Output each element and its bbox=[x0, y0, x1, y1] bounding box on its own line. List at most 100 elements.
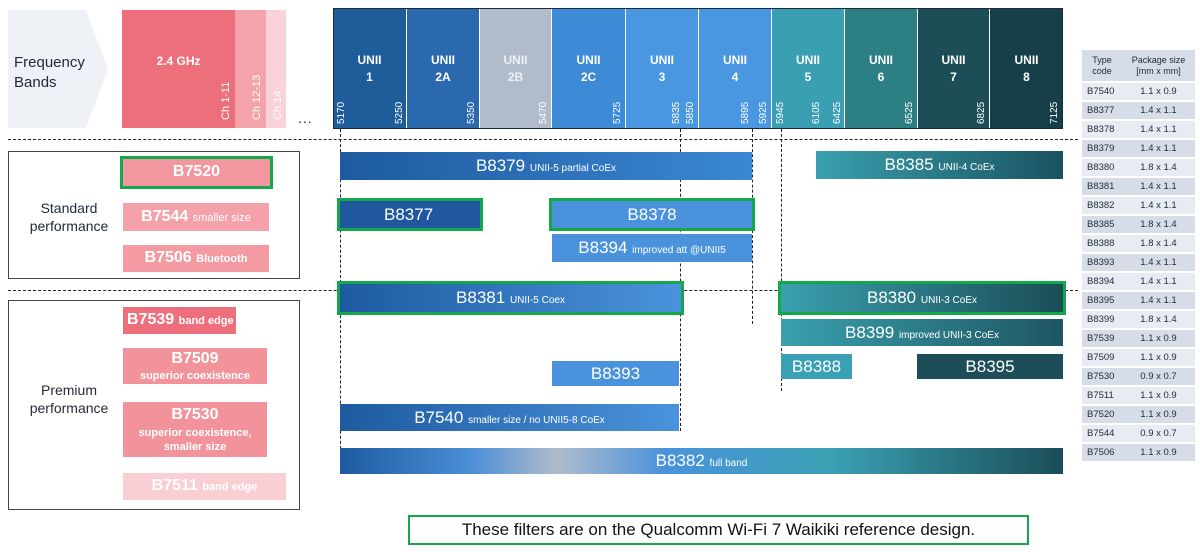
table-row: B7530 0.9 x 0.7 bbox=[1082, 368, 1195, 385]
footnote: These filters are on the Qualcomm Wi-Fi … bbox=[408, 515, 1029, 545]
chevron-shape bbox=[8, 10, 108, 128]
bar-b8393-label: B8393 bbox=[590, 363, 641, 383]
unii-4-number: 4 bbox=[731, 70, 739, 84]
freq-5925: 5925 bbox=[758, 101, 769, 124]
table-cell-package-size: 1.4 x 1.1 bbox=[1140, 105, 1177, 116]
ch-1-11-label: Ch 1-11 bbox=[220, 81, 232, 120]
table-cell-package-size: 1.4 x 1.1 bbox=[1140, 257, 1177, 268]
bar-b8385-label: B8385 bbox=[884, 155, 934, 174]
table-cell-package-size: 1.4 x 1.1 bbox=[1140, 124, 1177, 135]
table-cell-type-code: B8388 bbox=[1087, 238, 1115, 249]
table-cell-type-code: B8381 bbox=[1087, 181, 1115, 192]
standard-title-line2: performance bbox=[29, 218, 109, 234]
unii-2b-number: 2B bbox=[507, 70, 524, 84]
table-cell-type-code: B8395 bbox=[1087, 295, 1115, 306]
frequency-bands-label: Frequency Bands bbox=[14, 53, 85, 93]
table-cell-package-size: 1.4 x 1.1 bbox=[1140, 200, 1177, 211]
bar-b8382-label: B8382 bbox=[655, 451, 705, 470]
unii-6-number: 6 bbox=[877, 70, 885, 84]
table-cell-package-size: 1.1 x 0.9 bbox=[1140, 86, 1177, 97]
bar-b8395: B8395 bbox=[917, 354, 1063, 379]
bar-b8379-label: B8379 bbox=[475, 156, 526, 175]
bar-b8394-sub: improved att @UNII5 bbox=[632, 245, 726, 256]
bar-b8385-sub: UNII-4 CoEx bbox=[938, 162, 995, 173]
table-cell-package-size: 1.4 x 1.1 bbox=[1140, 143, 1177, 154]
table-cell-package-size: 1.1 x 0.9 bbox=[1140, 333, 1177, 344]
band-2-4ghz-label: 2.4 GHz bbox=[156, 54, 201, 68]
table-cell-type-code: B7506 bbox=[1087, 447, 1115, 458]
table-cell-type-code: B8379 bbox=[1087, 143, 1115, 154]
table-cell-type-code: B7520 bbox=[1087, 409, 1115, 420]
band-2-4ghz: 2.4 GHz Ch 1-11 bbox=[122, 10, 235, 128]
premium-title: Premium performance bbox=[9, 381, 129, 417]
unii-2c-title: UNII bbox=[576, 53, 601, 67]
unii-8-number: 8 bbox=[1023, 70, 1030, 84]
table-cell-package-size: 0.9 x 0.7 bbox=[1140, 371, 1177, 382]
table-cell-package-size: 1.1 x 0.9 bbox=[1140, 352, 1177, 363]
freq-7125: 7125 bbox=[1049, 101, 1060, 124]
freq-5470: 5470 bbox=[538, 101, 549, 124]
freq-6425: 6425 bbox=[832, 101, 843, 124]
chip-b7530-sub2: smaller size bbox=[163, 441, 227, 453]
table-cell-package-size: 1.8 x 1.4 bbox=[1140, 238, 1177, 249]
bar-b8381-label: B8381 bbox=[456, 288, 506, 307]
chip-b7539-sub: band edge bbox=[178, 315, 234, 327]
bar-b8380-sub: UNII-3 CoEx bbox=[920, 295, 978, 306]
unii-3-title: UNII bbox=[650, 53, 674, 67]
table-header: Type code Package size [mm x mm] bbox=[1082, 50, 1195, 81]
ch-12-13-label: Ch 12-13 bbox=[251, 74, 263, 120]
table-row: B8381 1.4 x 1.1 bbox=[1082, 178, 1195, 195]
unii-8: UNII 8 7125 bbox=[990, 8, 1063, 128]
freq-5725: 5725 bbox=[612, 101, 623, 124]
unii-3-number: 3 bbox=[658, 70, 666, 84]
chip-b7509-label: B7509 bbox=[171, 350, 219, 367]
bar-b8380-label: B8380 bbox=[866, 288, 917, 307]
unii-1-number: 1 bbox=[366, 70, 373, 84]
bar-b8380: B8380 UNII-3 CoEx bbox=[778, 281, 1066, 315]
freq-label-line2: Bands bbox=[14, 74, 57, 91]
table-cell-package-size: 1.1 x 0.9 bbox=[1140, 390, 1177, 401]
bar-b8388-label: B8388 bbox=[791, 356, 842, 376]
bar-b8379: B8379 UNII-5 partial CoEx bbox=[340, 152, 752, 180]
bar-b8399-label: B8399 bbox=[845, 322, 895, 342]
bar-b7540-label: B7540 bbox=[414, 407, 464, 427]
freq-5895: 5895 bbox=[740, 101, 751, 124]
chip-b7539-label: B7539 bbox=[127, 311, 175, 328]
guide-5925 bbox=[752, 129, 753, 324]
band-ch-12-13: Ch 12-13 bbox=[235, 10, 266, 128]
standard-title: Standard performance bbox=[9, 199, 129, 235]
chip-b7520: B7520 bbox=[120, 156, 273, 189]
bar-b8377: B8377 bbox=[337, 198, 483, 231]
bar-b8385: B8385 UNII-4 CoEx bbox=[816, 151, 1063, 179]
table-cell-type-code: B8385 bbox=[1087, 219, 1115, 230]
freq-6825: 6825 bbox=[976, 101, 987, 124]
table-cell-package-size: 0.9 x 0.7 bbox=[1140, 428, 1177, 439]
bar-b8378: B8378 bbox=[549, 198, 755, 231]
unii-7-title: UNII bbox=[941, 53, 966, 67]
chip-b7506-label: B7506 bbox=[144, 249, 192, 266]
table-row: B8388 1.8 x 1.4 bbox=[1082, 235, 1195, 252]
table-cell-type-code: B7530 bbox=[1087, 371, 1115, 382]
unii-8-title: UNII bbox=[1014, 53, 1039, 67]
separator-top bbox=[8, 139, 1078, 140]
bar-b8377-label: B8377 bbox=[384, 204, 434, 224]
chip-b7544-label: B7544 bbox=[141, 208, 189, 225]
chip-b7544: B7544 smaller size bbox=[123, 203, 269, 231]
table-cell-package-size: 1.4 x 1.1 bbox=[1140, 181, 1177, 192]
table-cell-type-code: B8399 bbox=[1087, 314, 1115, 325]
